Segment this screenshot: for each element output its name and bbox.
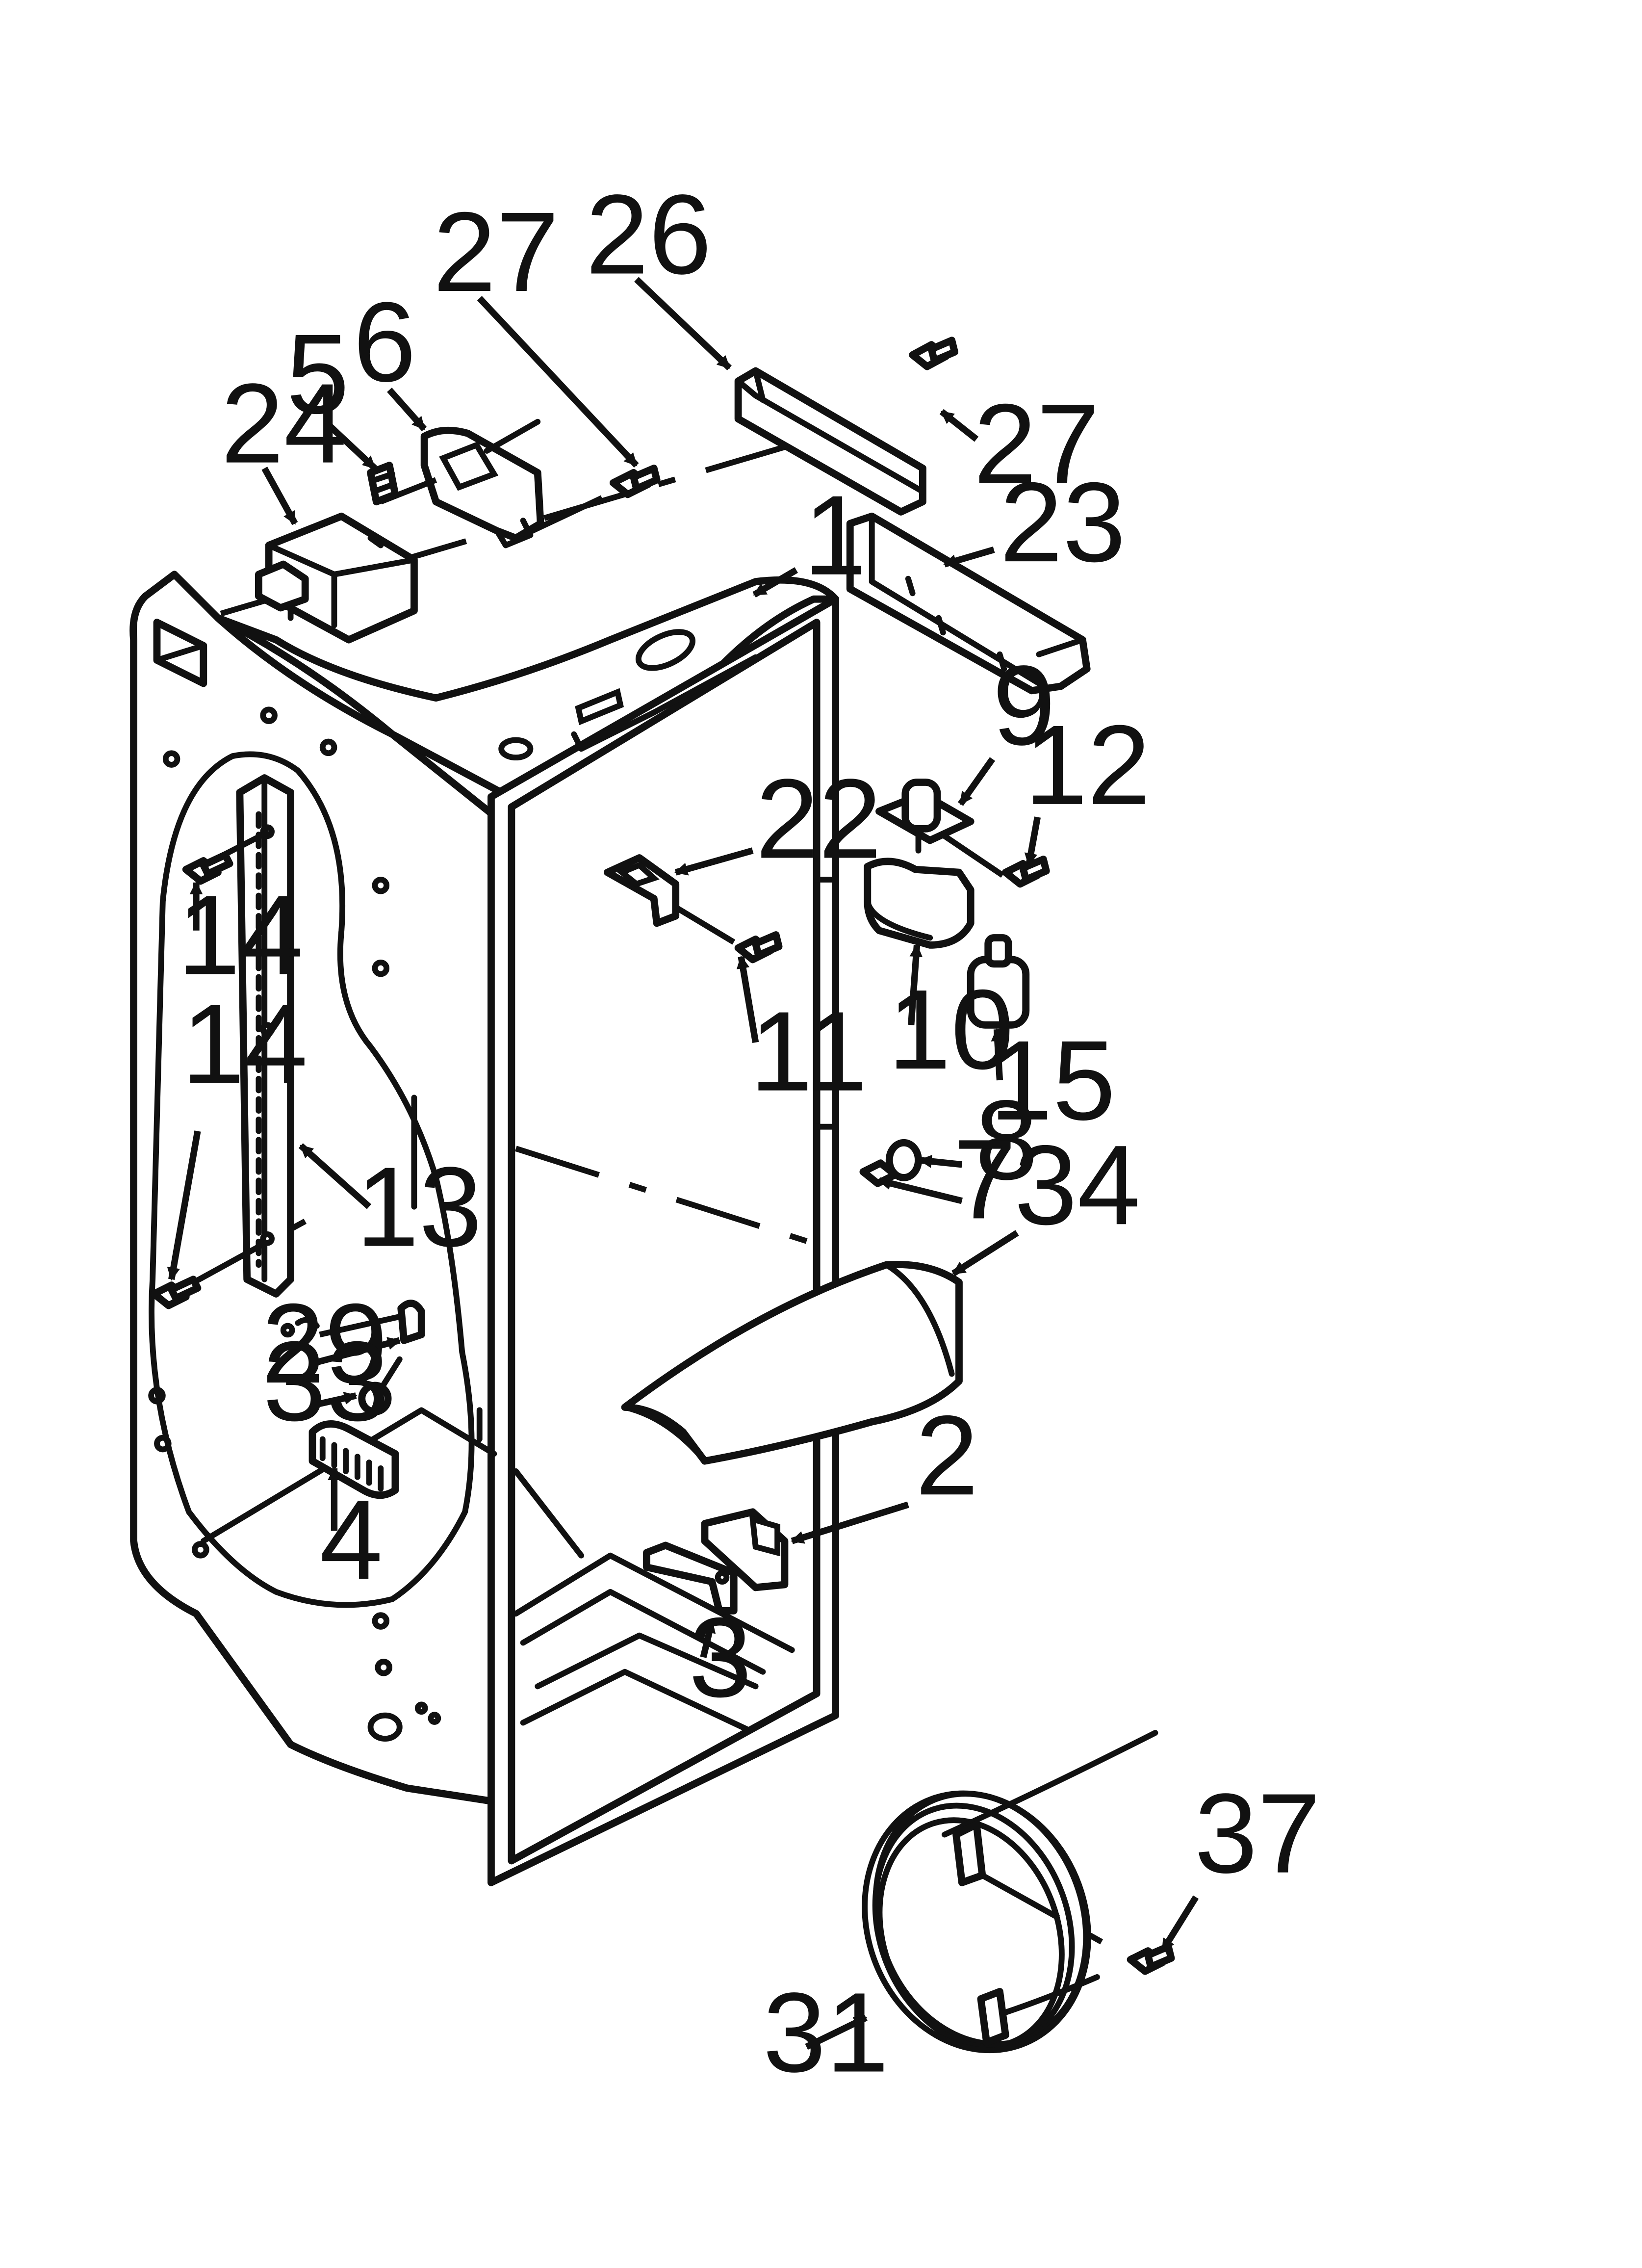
part-29-light-socket (280, 1300, 425, 1344)
callout-31: 31 (763, 1969, 889, 2096)
callout-13: 13 (356, 1144, 482, 1270)
part-14-screw-lower (150, 1276, 202, 1309)
part-26-rail (734, 367, 926, 516)
part-2-bracket (701, 1508, 789, 1591)
callout-5: 5 (286, 311, 350, 437)
callout-2: 2 (916, 1392, 979, 1518)
part-31-water-tubing (862, 1730, 1158, 2054)
part-4-grille (308, 1420, 399, 1499)
part-3-bracket (643, 1541, 738, 1615)
part-8-washer (885, 1139, 922, 1181)
part-14-screw-upper (182, 851, 233, 885)
part-15-filter (967, 934, 1030, 1029)
callout-9: 9 (993, 642, 1056, 768)
callout-14-lower: 14 (181, 981, 308, 1107)
callout-29: 29 (261, 1280, 387, 1407)
callout-3: 3 (689, 1594, 752, 1721)
callout-4: 4 (320, 1476, 383, 1603)
part-22-bracket (604, 854, 736, 945)
part-6-bracket (380, 418, 626, 548)
callout-14-upper: 14 (177, 872, 303, 998)
callout-7: 7 (953, 1116, 1017, 1242)
callout-37: 37 (1194, 1770, 1320, 1897)
callout-24: 24 (221, 360, 347, 487)
callout-12: 12 (1025, 702, 1151, 828)
callout-33: 33 (263, 1318, 389, 1444)
part-33-light-bulb (358, 1356, 403, 1415)
part-9-valve (875, 779, 1004, 878)
part-10-cover (864, 858, 975, 949)
leader-lines (167, 277, 1199, 2050)
callout-27-right: 27 (974, 380, 1100, 507)
callout-8: 8 (975, 1076, 1038, 1203)
callout-23: 23 (1000, 459, 1126, 585)
callout-labels: 27 26 6 5 24 27 23 1 9 12 22 14 11 10 15… (177, 171, 1320, 2096)
callout-1: 1 (803, 472, 867, 599)
callout-27-upper-left: 27 (433, 188, 559, 315)
part-23-rail (846, 512, 1091, 695)
part-24-control-housing (255, 512, 418, 644)
part-27-screw-right (909, 337, 958, 370)
callout-34: 34 (1014, 1121, 1140, 1248)
part-13-vertical-rail (184, 774, 307, 1298)
callout-6: 6 (353, 279, 416, 405)
callout-15: 15 (990, 1017, 1116, 1144)
callout-22: 22 (756, 756, 882, 882)
callout-10: 10 (888, 966, 1014, 1093)
part-34-cover (621, 1261, 963, 1465)
part-27-screw-left (609, 465, 661, 498)
callout-26: 26 (586, 171, 712, 298)
callout-11: 11 (750, 988, 868, 1115)
